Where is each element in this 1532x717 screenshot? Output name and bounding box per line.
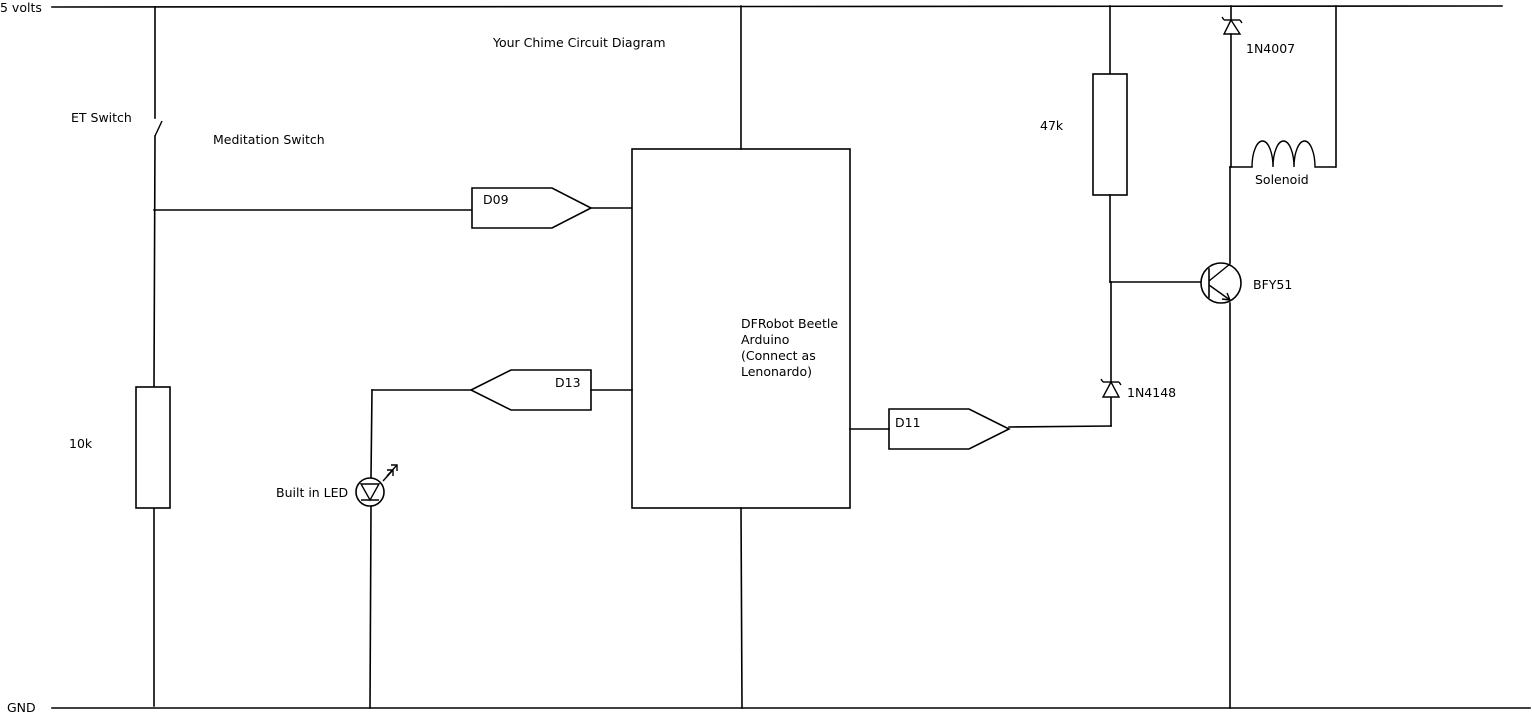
flyback-diode-label: 1N4007	[1246, 41, 1295, 56]
arduino-label-line-4: Lenonardo)	[741, 364, 812, 379]
arduino-block	[631, 5, 851, 709]
arduino-label-line-1: DFRobot Beetle	[741, 316, 838, 331]
ground-label: GND	[7, 700, 36, 715]
pin-d09-label: D09	[483, 192, 509, 207]
arduino-label-line-2: Arduino	[741, 332, 789, 347]
supply-label: 5 volts	[0, 0, 42, 15]
pin-d13	[371, 369, 633, 411]
meditation-switch-label: Meditation Switch	[213, 132, 325, 147]
solenoid-coil	[1251, 5, 1337, 168]
led-label: Built in LED	[276, 485, 348, 500]
et-switch-contact	[154, 120, 163, 137]
arduino-label-line-3: (Connect as	[741, 348, 816, 363]
pin-d13-label: D13	[555, 375, 581, 390]
pulldown-resistor-label: 10k	[69, 436, 93, 451]
base-resistor-label: 47k	[1040, 118, 1064, 133]
et-switch-label: ET Switch	[71, 110, 132, 125]
solenoid-label: Solenoid	[1255, 172, 1309, 187]
transistor-label: BFY51	[1253, 277, 1292, 292]
signal-diode	[1100, 378, 1122, 398]
pulldown-resistor	[135, 386, 171, 509]
led-symbol	[355, 464, 398, 507]
diagram-title: Your Chime Circuit Diagram	[492, 35, 666, 50]
collector-wire	[1229, 166, 1253, 709]
pin-d11	[849, 408, 1112, 450]
pin-d11-label: D11	[895, 415, 921, 430]
pin-d09	[471, 187, 633, 229]
base-wire	[1109, 281, 1203, 427]
led-wire	[369, 389, 373, 709]
flyback-diode	[1221, 5, 1243, 168]
switch-wire	[153, 6, 156, 707]
supply-rail	[51, 5, 1503, 8]
transistor-symbol	[1200, 262, 1242, 304]
base-resistor	[1092, 5, 1128, 283]
signal-diode-label: 1N4148	[1127, 385, 1176, 400]
